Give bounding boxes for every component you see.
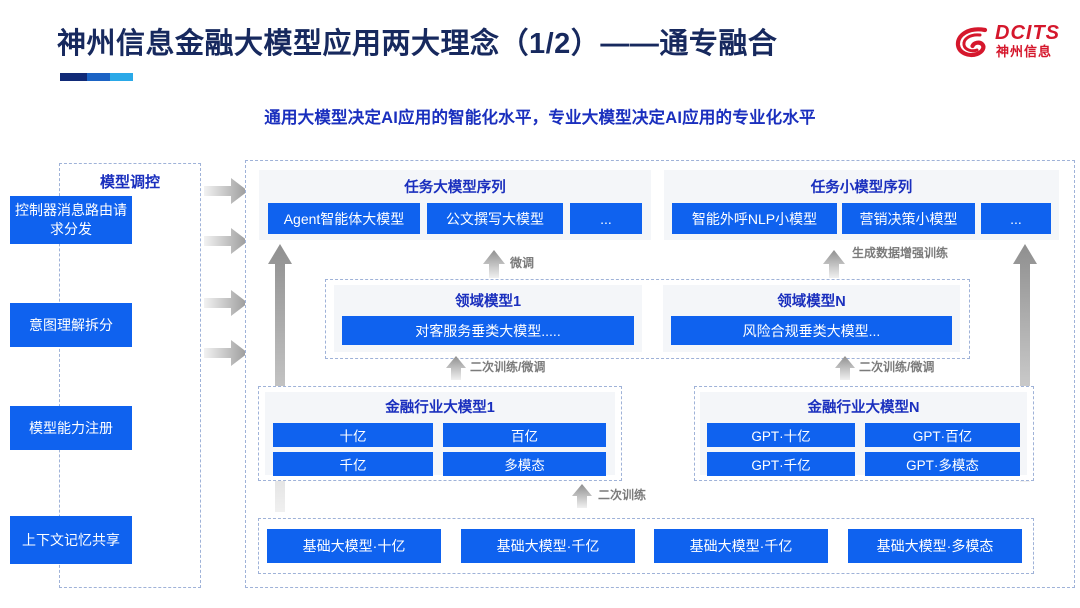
page-title: 神州信息金融大模型应用两大理念（1/2）——通专融合: [57, 28, 778, 60]
domain-model-1-item[interactable]: 对客服务垂类大模型.....: [342, 316, 634, 345]
domain-model-n-item[interactable]: 风险合规垂类大模型...: [671, 316, 952, 345]
flow-arrow-up-retrain-left: [446, 356, 466, 380]
sidebar-item-context[interactable]: 上下文记忆共享: [10, 516, 132, 564]
flow-arrow-up-retrain-bottom: [572, 484, 592, 508]
arrow-label-retrain-left: 二次训练/微调: [470, 360, 546, 374]
sidebar-item-intent[interactable]: 意图理解拆分: [10, 303, 132, 347]
foundation-item-2[interactable]: 基础大模型·千亿: [461, 529, 635, 563]
domain-model-1-title: 领域模型1: [454, 294, 522, 310]
flow-arrow-right-1: [204, 178, 248, 204]
logo-cn-text: 神州信息: [996, 44, 1053, 59]
industry-n-item-1[interactable]: GPT·十亿: [707, 423, 855, 447]
flow-arrow-up-left-long: [268, 244, 292, 512]
flow-arrow-up-retrain-right: [835, 356, 855, 380]
sidebar-item-capability[interactable]: 模型能力注册: [10, 406, 132, 450]
task-small-model-title: 任务小模型序列: [810, 180, 913, 196]
flow-arrow-right-4: [204, 340, 248, 366]
accent-segment-3: [110, 73, 133, 81]
industry-n-item-3[interactable]: GPT·千亿: [707, 452, 855, 476]
foundation-item-4[interactable]: 基础大模型·多模态: [848, 529, 1022, 563]
task-small-item-more[interactable]: ...: [981, 203, 1051, 234]
flow-arrow-up-right-long: [1013, 244, 1037, 482]
flow-arrow-right-2: [204, 228, 248, 254]
industry-n-item-4[interactable]: GPT·多模态: [865, 452, 1020, 476]
domain-model-n-title: 领域模型N: [777, 294, 846, 310]
industry-model-1-title: 金融行业大模型1: [385, 400, 495, 416]
arrow-label-fine-tune: 微调: [510, 256, 535, 270]
foundation-item-3[interactable]: 基础大模型·千亿: [654, 529, 828, 563]
industry-1-item-4[interactable]: 多模态: [443, 452, 606, 476]
logo-brand-text: DCITS: [995, 22, 1060, 44]
arrow-label-retrain-right: 二次训练/微调: [859, 360, 935, 374]
task-small-item-nlp[interactable]: 智能外呼NLP小模型: [672, 203, 837, 234]
industry-1-item-2[interactable]: 百亿: [443, 423, 606, 447]
flow-arrow-right-3: [204, 290, 248, 316]
flow-arrow-up-data-aug: [823, 250, 845, 278]
arrow-label-retrain-bottom: 二次训练: [598, 488, 647, 502]
task-large-item-more[interactable]: ...: [570, 203, 642, 234]
accent-segment-1: [60, 73, 87, 81]
sidebar-item-controller[interactable]: 控制器消息路由请求分发: [10, 196, 132, 244]
swirl-logo-icon: [955, 27, 988, 58]
task-large-item-doc[interactable]: 公文撰写大模型: [427, 203, 563, 234]
industry-model-n-title: 金融行业大模型N: [807, 400, 920, 416]
accent-segment-2: [87, 73, 110, 81]
task-large-model-title: 任务大模型序列: [404, 180, 506, 196]
page-subtitle: 通用大模型决定AI应用的智能化水平，专业大模型决定AI应用的专业化水平: [264, 109, 816, 127]
task-small-item-marketing[interactable]: 营销决策小模型: [842, 203, 975, 234]
industry-1-item-1[interactable]: 十亿: [273, 423, 433, 447]
foundation-item-1[interactable]: 基础大模型·十亿: [267, 529, 441, 563]
flow-arrow-up-finetune: [483, 250, 505, 278]
industry-1-item-3[interactable]: 千亿: [273, 452, 433, 476]
task-large-item-agent[interactable]: Agent智能体大模型: [268, 203, 420, 234]
dcits-logo: DCITS 神州信息: [955, 22, 1073, 68]
arrow-label-data-aug: 生成数据增强训练: [852, 246, 949, 260]
sidebar-title: 模型调控: [99, 174, 160, 191]
industry-n-item-2[interactable]: GPT·百亿: [865, 423, 1020, 447]
accent-bar: [60, 73, 133, 81]
